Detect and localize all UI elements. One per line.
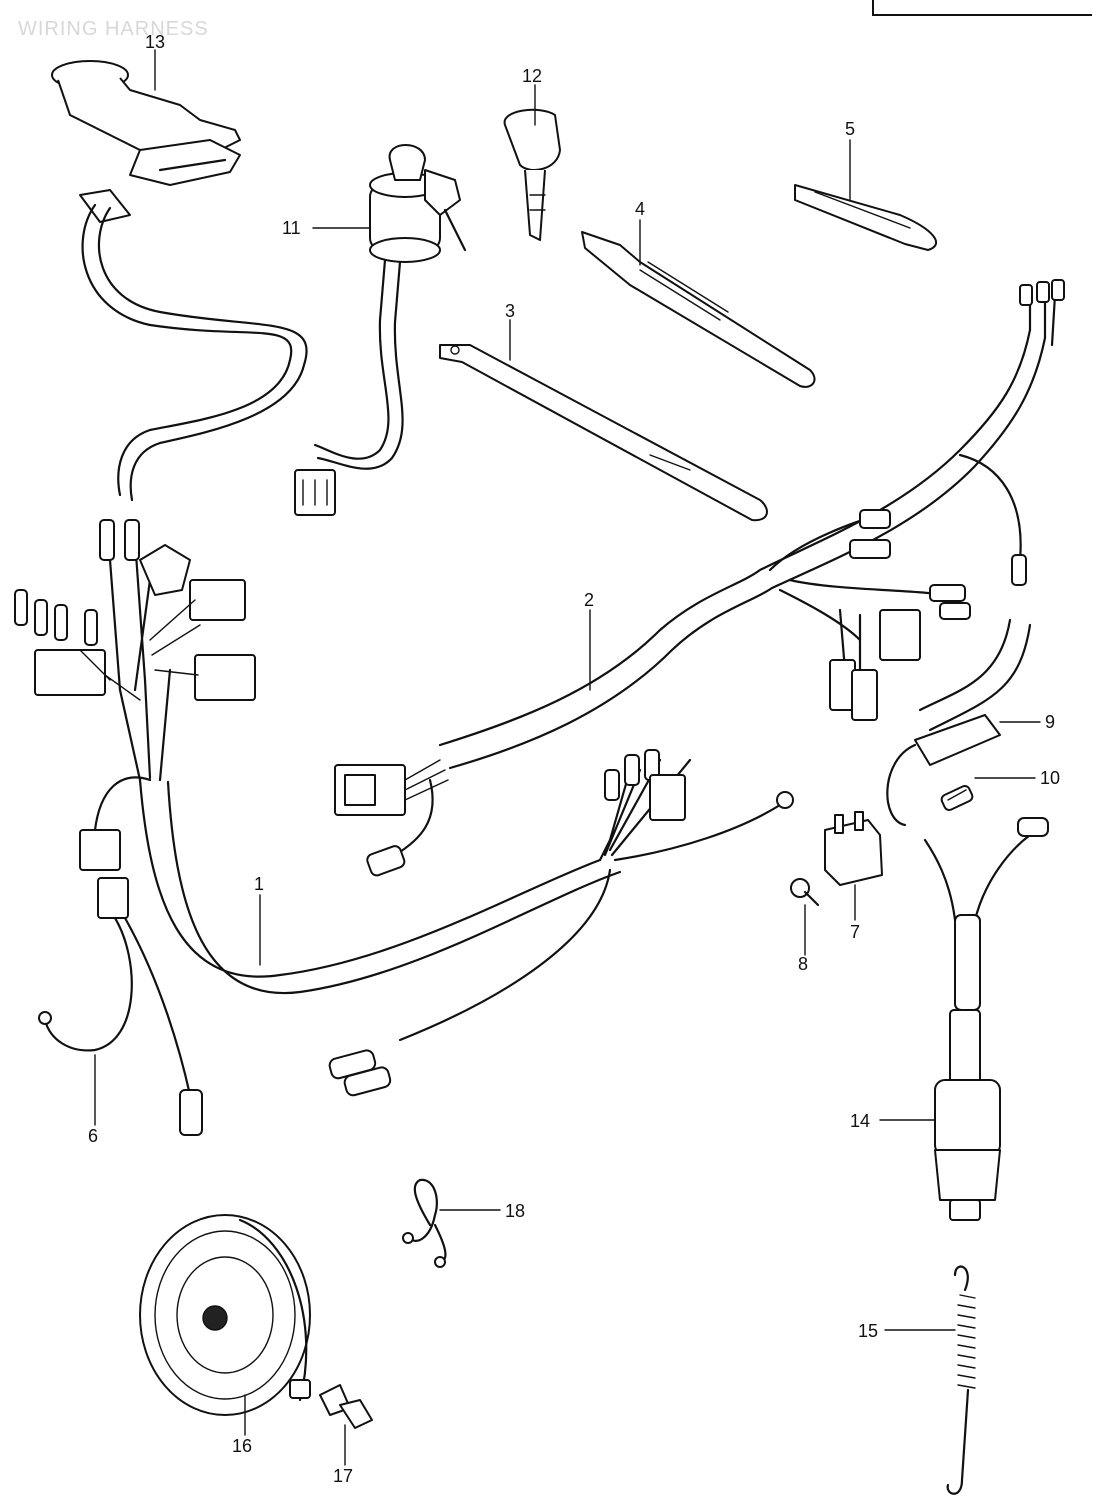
band-bracket (794, 184, 938, 251)
horn (139, 1214, 311, 1416)
cable-tie (581, 231, 816, 388)
spring (946, 1265, 976, 1495)
switch-cable (81, 203, 308, 502)
callout-10: 10 (1040, 768, 1060, 788)
callout-13: 13 (145, 32, 165, 52)
corner-frame (872, 0, 1092, 16)
relay (824, 811, 883, 886)
secondary-harness (14, 519, 794, 1097)
callout-8: 8 (798, 954, 808, 974)
callout-4: 4 (635, 199, 645, 219)
wire-clamp (402, 1178, 447, 1268)
callout-16: 16 (232, 1436, 252, 1456)
callout-5: 5 (845, 119, 855, 139)
callout-11: 11 (282, 218, 301, 238)
callout-12: 12 (522, 66, 542, 86)
main-harness (334, 279, 1065, 877)
callout-3: 3 (505, 301, 515, 321)
callout-7: 7 (850, 922, 860, 942)
callout-2: 2 (584, 590, 594, 610)
leader-lines (94, 49, 1041, 1466)
ignition-cable (294, 258, 404, 516)
brake-switch (923, 817, 1049, 1221)
callout-9: 9 (1045, 712, 1055, 732)
page-title: WIRING HARNESS (18, 18, 209, 40)
relay-screw (790, 878, 820, 907)
harness-band (439, 344, 768, 522)
callout-17: 17 (333, 1466, 353, 1486)
callout-14: 14 (850, 1111, 870, 1131)
callout-1: 1 (254, 874, 264, 894)
callout-6: 6 (88, 1126, 98, 1146)
horn-bolt (319, 1384, 373, 1429)
ignition-switch (369, 144, 467, 263)
handlebar-switch (51, 60, 241, 223)
fuse (940, 785, 974, 811)
ignition-key (503, 108, 561, 241)
callout-15: 15 (858, 1321, 878, 1341)
earth-lead (38, 877, 203, 1136)
fuse-holder (886, 618, 1032, 827)
callout-18: 18 (505, 1201, 525, 1221)
